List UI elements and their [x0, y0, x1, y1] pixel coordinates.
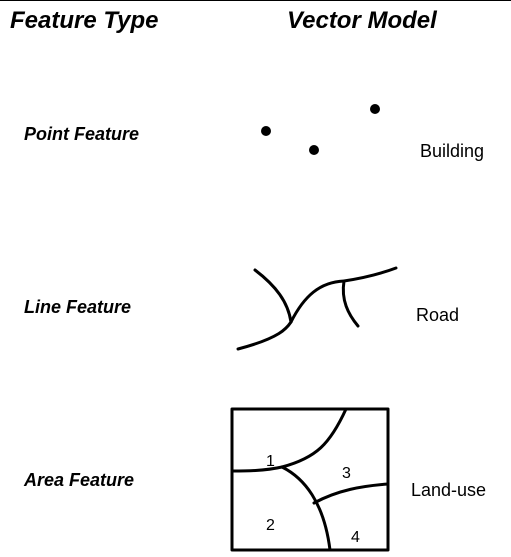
road-segment — [341, 279, 360, 328]
zone-label: 3 — [342, 465, 351, 482]
point-feature-label: Point Feature — [24, 124, 140, 144]
zone-label: 4 — [351, 529, 360, 546]
area-boundary — [230, 407, 390, 552]
zone-label: 2 — [266, 517, 275, 534]
area-polygon-edge — [312, 482, 390, 505]
building-point — [370, 104, 380, 114]
point-feature-diagram — [261, 104, 380, 155]
road-label: Road — [416, 305, 460, 325]
zone-label: 1 — [266, 453, 275, 470]
building-point — [309, 145, 319, 155]
top-border-line — [0, 0, 511, 1]
area-feature-diagram — [230, 407, 390, 552]
building-point — [261, 126, 271, 136]
area-polygon-edge — [230, 407, 348, 473]
road-segment — [236, 320, 293, 351]
land-use-label: Land-use — [411, 480, 487, 500]
building-label: Building — [420, 141, 485, 161]
area-feature-label: Area Feature — [24, 470, 135, 490]
feature-type-header: Feature Type — [10, 7, 159, 34]
line-feature-diagram — [236, 266, 398, 351]
vector-model-header: Vector Model — [287, 7, 437, 34]
road-segment — [253, 268, 293, 324]
area-polygon-edge — [280, 465, 332, 552]
line-feature-label: Line Feature — [24, 297, 132, 317]
